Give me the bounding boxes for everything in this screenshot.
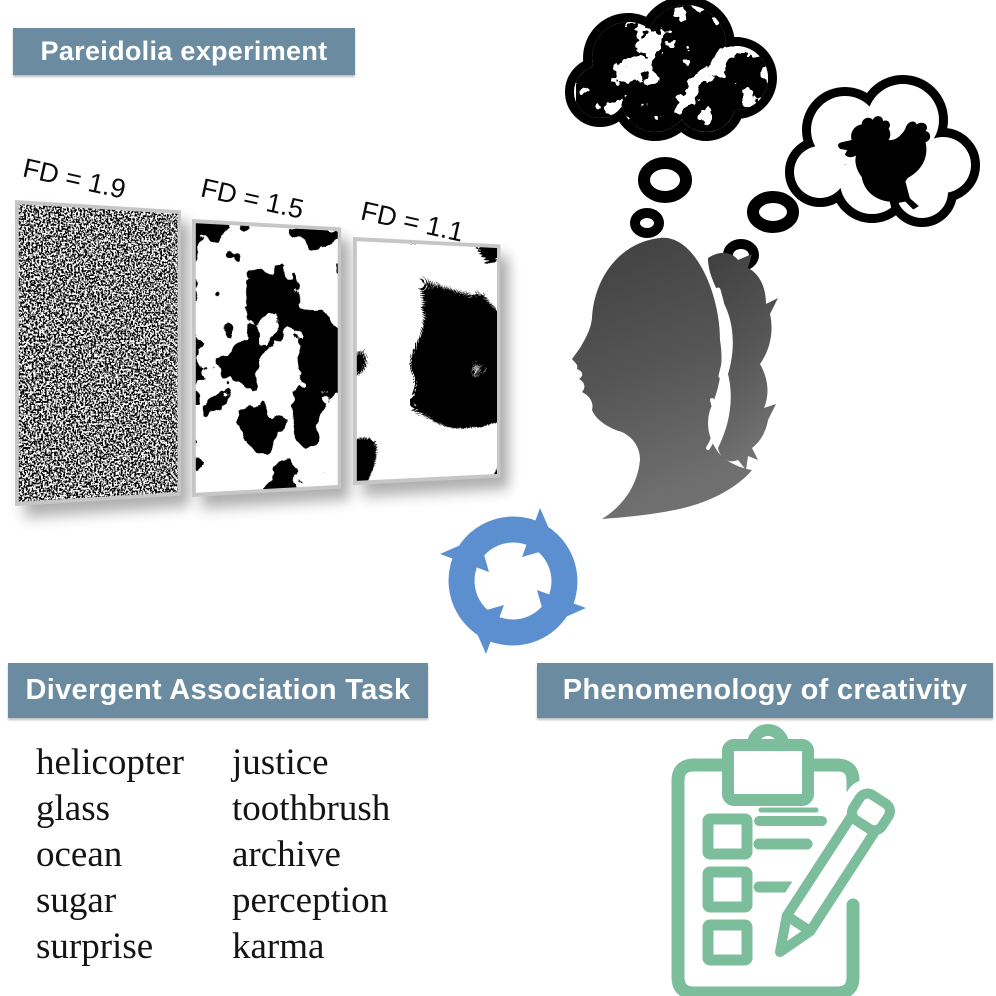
chicken-thought-bubble-icon: [794, 84, 971, 218]
clipboard-checklist-icon: [671, 724, 904, 996]
clipboard-board: [671, 758, 860, 996]
dat-word: glass: [36, 788, 110, 829]
pencil-icon: [766, 779, 904, 966]
fractal-thought-bubble-icon: [574, 0, 776, 145]
dat-word: surprise: [36, 926, 154, 967]
dat-word-column-2: justice toothbrush archive perception ka…: [232, 740, 390, 970]
dat-word: archive: [232, 834, 341, 875]
checklist-checkboxes: [702, 813, 753, 966]
checklist-lines: [753, 807, 827, 893]
dat-word-column-1: helicopter glass ocean sugar surprise: [36, 740, 184, 970]
fractal-panel-fd-1.5: [192, 219, 342, 497]
fractal-noise-medium: [195, 223, 338, 493]
dat-word: toothbrush: [232, 788, 391, 829]
dat-word: sugar: [36, 880, 117, 921]
clipboard-clip: [722, 724, 814, 806]
dat-word: helicopter: [36, 742, 184, 783]
fractal-noise-coarse: [356, 241, 498, 481]
chicken-icon: [838, 116, 931, 216]
dat-word: karma: [232, 926, 325, 967]
dat-word: perception: [232, 880, 389, 921]
fractal-noise-fine: [18, 204, 178, 502]
pareidolia-experiment-header: Pareidolia experiment: [13, 28, 355, 75]
phenomenology-of-creativity-header: Phenomenology of creativity: [537, 663, 993, 718]
cycle-arrows-icon: [440, 508, 586, 654]
fractal-panel-fd-1.9: [15, 200, 181, 506]
fractal-panel-fd-1.1: [353, 237, 501, 485]
dat-word: justice: [232, 742, 329, 783]
woman-profile-silhouette-icon: [572, 237, 778, 520]
dat-word: ocean: [36, 834, 123, 875]
divergent-association-task-header: Divergent Association Task: [8, 663, 428, 718]
